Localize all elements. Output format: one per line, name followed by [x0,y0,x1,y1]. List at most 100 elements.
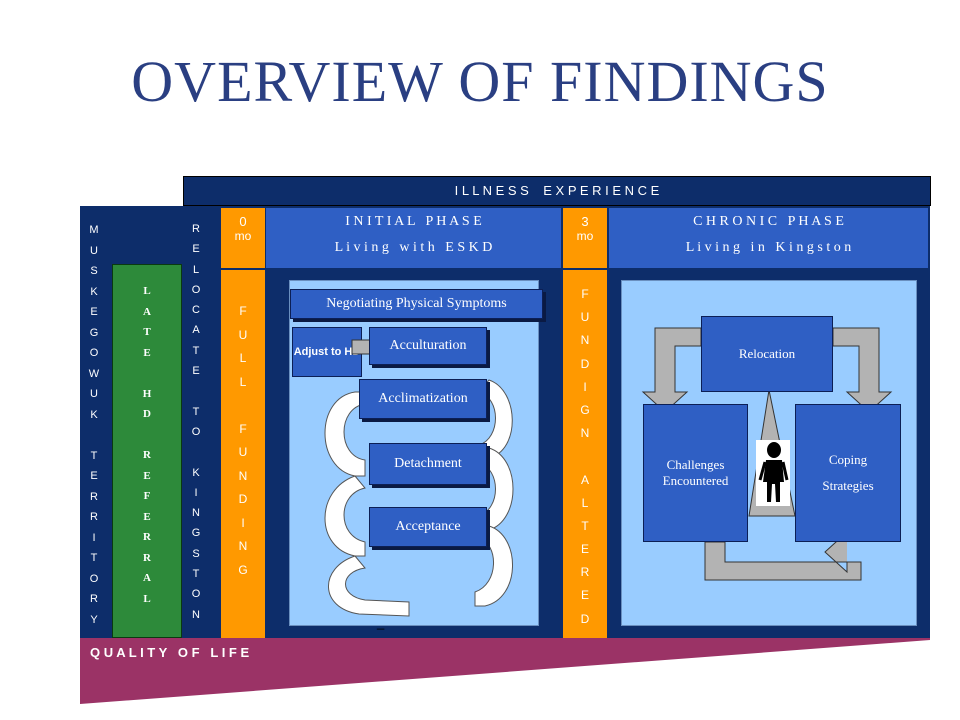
vertical-letter: T [143,326,151,338]
vertical-letter: F [581,287,589,301]
relocation-box: Relocation [701,316,833,392]
vertical-letter: E [143,469,151,482]
vertical-letter: K [192,466,200,479]
detachment-box: Detachment [369,443,487,485]
vertical-letter: T [90,552,98,564]
vertical-letter: T [192,568,200,581]
vertical-letter: K [90,285,98,298]
vertical-letter: N [580,426,590,441]
vertical-letter: F [239,421,247,436]
vertical-letter: R [90,490,98,503]
vertical-letter: G [191,527,201,540]
initial-phase-title: I N I T I A L P H A S E [345,214,482,229]
vertical-letter: N [238,468,248,483]
vertical-letter: U [238,445,248,459]
vertical-letter: G [89,326,99,339]
negotiating-physical-symptoms-box: Negotiating Physical Symptoms [290,289,543,319]
vertical-letter: E [580,588,589,603]
vertical-letter: R [143,449,151,461]
vertical-letter: O [89,572,99,585]
chronic-time-unit: mo [576,229,594,243]
vertical-letter: A [143,572,151,584]
chronic-time-box: 3 mo [563,208,607,268]
quality-of-life-label: Q U A L I T Y O F L I F E [90,645,250,660]
vertical-letter: O [89,347,99,359]
chronic-phase-header: C H R O N I C P H A S E L i v i n g i n … [609,208,928,268]
initial-time-value: 0 [239,214,247,229]
vertical-letter: A [192,324,200,337]
vertical-letter: T [90,449,98,462]
vertical-letter: E [90,470,98,482]
vertical-letter: W [88,367,100,380]
vertical-letter: K [90,408,98,421]
full-funding-column [221,270,265,638]
vertical-letter: L [192,263,200,276]
quality-of-life-band [80,638,930,704]
initial-phase-header: I N I T I A L P H A S E L i v i n g w i … [266,208,561,268]
funding-altered-column [563,270,607,638]
illness-experience-bar: I L L N E S S E X P E R I E N C E [183,176,931,206]
vertical-letter: L [239,374,247,389]
coping-strategies-box: Coping Strategies [795,404,901,542]
vertical-letter: E [192,365,200,378]
chronic-phase-title: C H R O N I C P H A S E [693,214,844,229]
vertical-letter: E [192,243,200,256]
vertical-letter: L [239,351,247,365]
vertical-letter: D [580,611,590,626]
vertical-letter: N [580,333,590,348]
vertical-letter: I [583,379,587,394]
illness-experience-label: I L L N E S S E X P E R I E N C E [454,183,660,198]
initial-time-unit: mo [234,229,252,243]
vertical-letter: O [191,588,201,601]
page-title: OVERVIEW OF FINDINGS [131,49,829,114]
vertical-letter: N [192,608,200,621]
vertical-letter: R [192,223,200,235]
vertical-letter: S [90,265,98,277]
chronic-phase-subtitle: L i v i n g i n K i n g s t o n [685,240,852,255]
vertical-letter: U [90,388,98,400]
vertical-letter: G [580,402,590,417]
vertical-letter: E [90,306,98,318]
vertical-letter: T [581,518,589,533]
vertical-letter: R [90,593,98,605]
vertical-letter: E [580,542,589,557]
vertical-letter: H [142,387,152,400]
strategies-label: Strategies [822,478,874,493]
vertical-letter: O [191,283,201,296]
vertical-letter: D [580,356,590,371]
vertical-letter: A [580,472,589,487]
acculturation-box: Acculturation [369,327,487,365]
spiral-underscore: _ [377,615,385,630]
vertical-letter: F [239,304,247,318]
vertical-letter: Y [90,613,98,626]
vertical-letter: D [143,408,151,420]
vertical-letter: F [143,490,151,502]
adjustment-spiral [324,379,514,617]
acceptance-box: Acceptance [369,507,487,547]
vertical-letter: T [192,405,200,418]
vertical-letter: I [241,515,245,530]
vertical-letter: M [89,224,99,236]
vertical-letter: L [143,285,151,297]
vertical-letter: L [581,495,589,510]
initial-time-box: 0 mo [221,208,265,268]
initial-phase-subtitle: L i v i n g w i t h E S K D [334,240,493,255]
challenges-encountered-box: Challenges Encountered [643,404,748,542]
vertical-letter: L [143,592,151,605]
vertical-letter: A [143,305,151,318]
vertical-letter: U [238,327,248,342]
vertical-letter: I [194,486,198,499]
vertical-letter: E [143,510,151,523]
vertical-letter: R [90,511,98,523]
vertical-letter: D [238,492,248,506]
coping-label: Coping [828,452,868,467]
chronic-time-value: 3 [581,214,589,229]
person-icon [756,440,790,506]
vertical-letter: T [192,344,200,357]
vertical-letter: N [192,507,200,520]
vertical-letter: R [143,551,151,564]
vertical-letter: N [238,539,248,553]
